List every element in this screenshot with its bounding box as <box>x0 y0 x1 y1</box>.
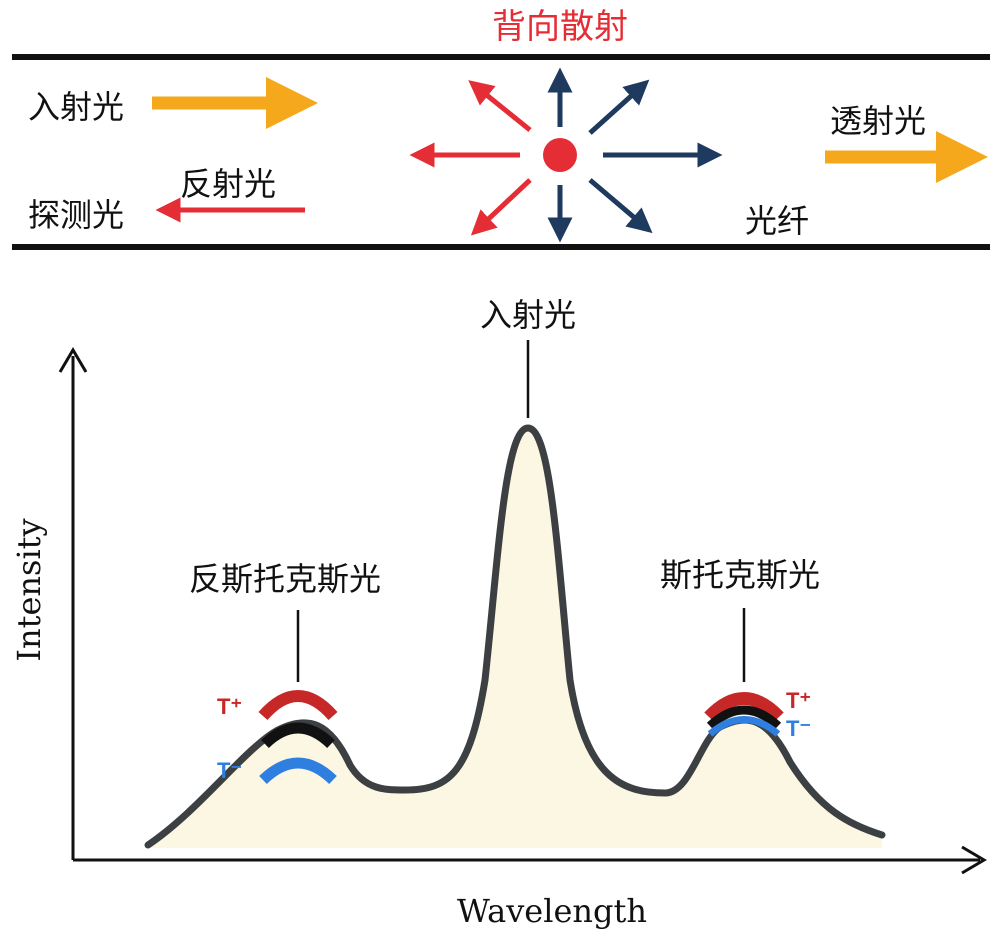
fiber-panel: 背向散射 入射光 反射光 探测光 透射光 光纤 <box>12 7 990 250</box>
spectrum-panel: Intensity Wavelength 入射光 反斯托克斯光 T⁺ T⁻ 斯托… <box>10 296 987 930</box>
stokes-t-plus-label: T⁺ <box>786 688 811 713</box>
anti-stokes-t-minus-arc <box>259 757 337 785</box>
scatter-ray-upper-left-icon <box>468 80 532 132</box>
stokes-label: 斯托克斯光 <box>660 556 820 594</box>
x-axis-label: Wavelength <box>457 892 647 930</box>
incident-light-label: 入射光 <box>28 88 124 126</box>
anti-stokes-t-plus-arc <box>258 690 338 721</box>
scatter-ray-lower-right-icon <box>588 178 653 234</box>
y-axis-label: Intensity <box>10 518 48 661</box>
backscatter-title: 背向散射 <box>492 7 628 47</box>
anti-stokes-t-plus-label: T⁺ <box>217 694 242 719</box>
scatter-point-icon <box>543 138 577 172</box>
center-peak-label: 入射光 <box>480 296 576 334</box>
stokes-t-minus-arc <box>707 716 781 737</box>
y-axis-arrow-icon <box>58 347 88 373</box>
anti-stokes-label: 反斯托克斯光 <box>189 560 381 598</box>
fiber-label: 光纤 <box>745 202 809 240</box>
stokes-t-minus-label: T⁻ <box>786 716 811 741</box>
reflected-light-label: 反射光 <box>180 165 276 203</box>
probe-light-label: 探测光 <box>28 196 124 234</box>
scatter-ray-lower-left-icon <box>470 178 532 236</box>
spectrum-fill <box>148 428 882 848</box>
anti-stokes-t-minus-label: T⁻ <box>217 758 242 783</box>
axes <box>58 347 987 875</box>
scatter-center-group <box>409 67 723 243</box>
transmitted-light-label: 透射光 <box>830 102 926 140</box>
anti-stokes-t-ref-arc <box>261 722 335 749</box>
scatter-ray-upper-right-icon <box>588 79 650 135</box>
stokes-t-ref-arc <box>706 705 782 730</box>
x-axis-arrow-icon <box>961 845 987 875</box>
stokes-t-plus-arc <box>704 692 784 722</box>
